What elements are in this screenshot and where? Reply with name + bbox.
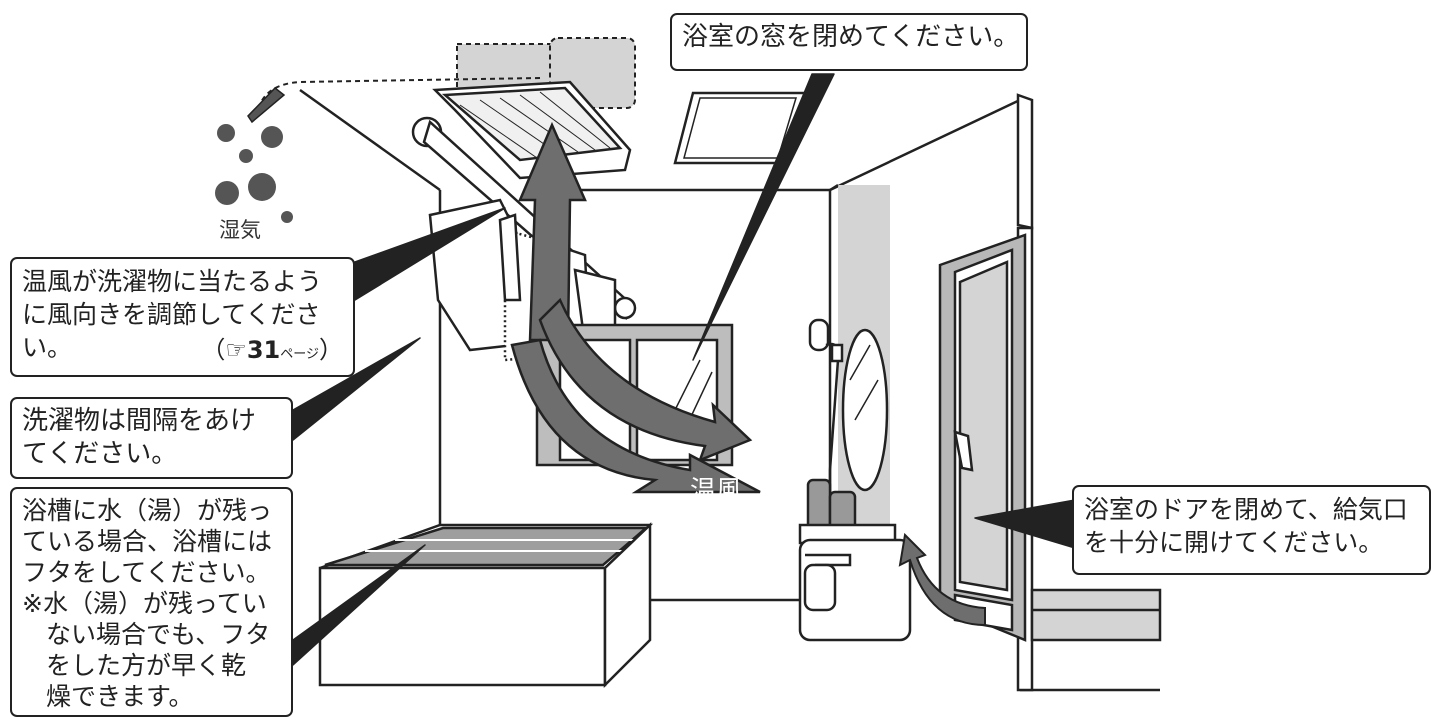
callout-tub-cover: 浴槽に水（湯）が残っ ている場合、浴槽には フタをしてください。 ※水（湯）が残… <box>10 487 293 717</box>
ceiling-edge-line <box>299 88 441 192</box>
mirror <box>841 328 889 492</box>
warm-air-arrow-down <box>510 338 761 494</box>
bathroom-door <box>938 233 1027 642</box>
callout-text: フタをしてください。 <box>22 558 271 587</box>
callout-text: をした方が早く乾 <box>46 651 247 680</box>
callout-text: を十分に開けてください。 <box>1084 528 1384 557</box>
callout-text: 燥できます。 <box>46 682 194 711</box>
callout-airflow-direction: 温風が洗濯物に当たるよう に風向きを調節してくださ い。 （☞31ページ） <box>10 257 355 377</box>
callout-text: 浴室のドアを閉めて、給気口 <box>1084 495 1408 524</box>
callout-pointers <box>292 73 1076 666</box>
callout-text: ない場合でも、フタ <box>46 620 271 649</box>
callout-text: ている場合、浴槽には <box>22 527 273 556</box>
callout-text: 温風が洗濯物に当たるよう <box>22 267 323 296</box>
ceiling-right-line <box>829 98 1021 192</box>
callout-close-window: 浴室の窓を閉めてください。 <box>670 13 1028 71</box>
shelf-and-bottles <box>798 478 897 545</box>
callout-text: 洗濯物は間隔をあけ <box>22 406 257 436</box>
warm-air-label: 温風 <box>690 476 743 506</box>
intake-air-arrow <box>898 532 986 627</box>
steam-label: 湿気 <box>219 218 261 242</box>
callout-text: 浴室の窓を閉めてください。 <box>682 22 1020 52</box>
outside-floor <box>1030 588 1162 642</box>
callout-text: ※水（湯）が残ってい <box>22 589 267 618</box>
callout-text: 浴槽に水（湯）が残っ <box>22 496 273 525</box>
shower <box>808 318 844 500</box>
small-down-arrow <box>247 86 286 124</box>
steam-dots <box>215 124 293 223</box>
page-reference: （☞31ページ） <box>201 336 343 364</box>
callout-text: に風向きを調節してくださ <box>22 300 321 329</box>
ceiling-dryer-unit <box>432 80 632 180</box>
callout-laundry-spacing: 洗濯物は間隔をあけ てください。 <box>10 397 293 479</box>
pointing-hand-icon: ☞ <box>225 336 247 364</box>
bathtub <box>318 522 654 689</box>
callout-text: てください。 <box>22 439 178 469</box>
callout-close-door: 浴室のドアを閉めて、給気口 を十分に開けてください。 <box>1072 485 1431 575</box>
faucet-counter <box>798 538 912 642</box>
callout-text: い。 <box>22 333 73 362</box>
